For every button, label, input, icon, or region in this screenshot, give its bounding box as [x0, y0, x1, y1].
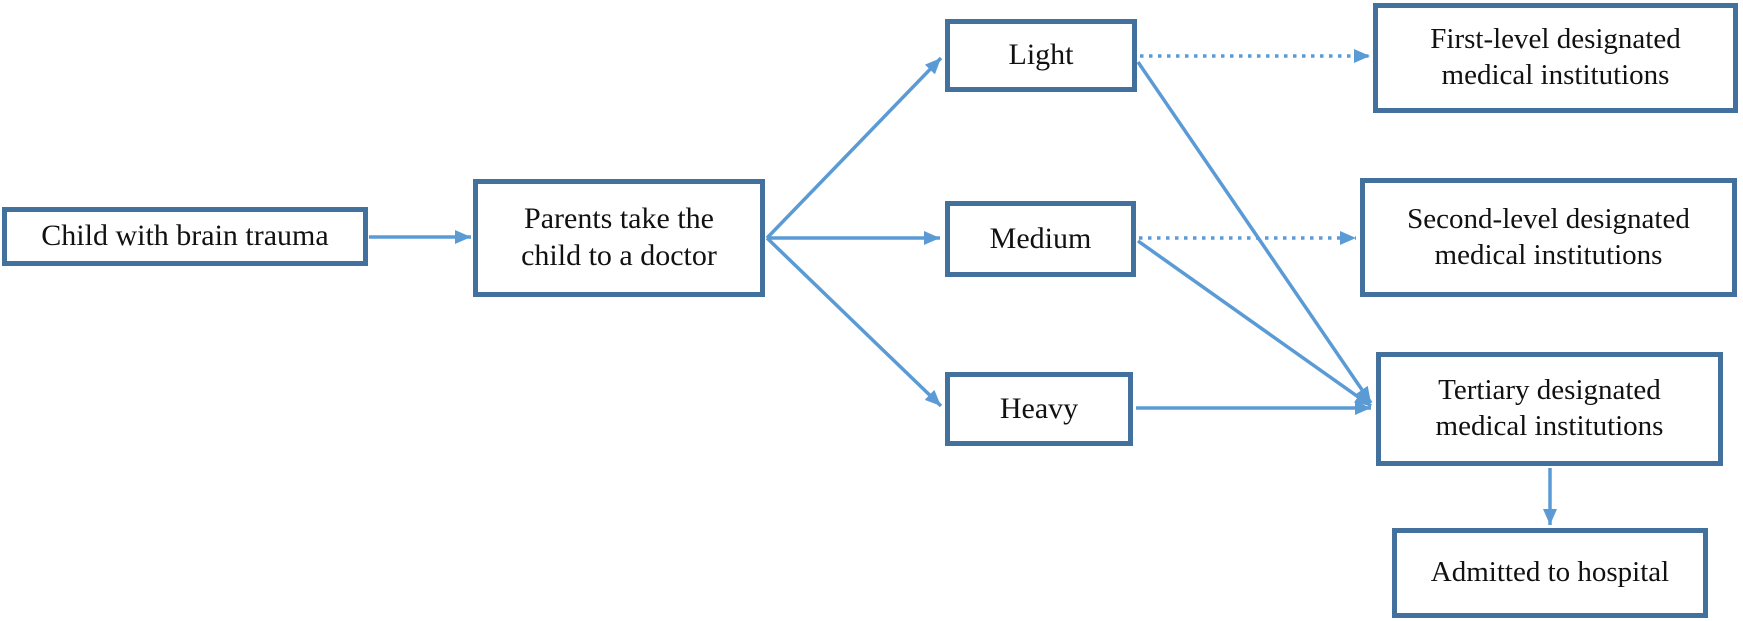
node-medium-label: Medium [989, 221, 1092, 255]
node-child-label: Child with brain trauma [41, 219, 329, 253]
node-parents-label: Parents take the child to a doctor [521, 202, 717, 272]
node-admitted-label: Admitted to hospital [1430, 556, 1670, 589]
node-second-level-label: Second-level designated medical institut… [1407, 202, 1690, 271]
node-severity-light: Light [945, 19, 1137, 92]
node-tertiary-label: Tertiary designated medical institutions [1435, 374, 1664, 442]
edge-parents-to-light [765, 56, 943, 240]
node-first-level-label: First-level designated medical instituti… [1430, 23, 1681, 91]
node-heavy-label: Heavy [999, 391, 1079, 425]
node-parents-take-child-to-doctor: Parents take the child to a doctor [473, 179, 765, 297]
edge-medium-to-tertiary [1136, 239, 1373, 408]
node-second-level-institutions: Second-level designated medical institut… [1360, 178, 1737, 297]
node-severity-medium: Medium [945, 201, 1136, 277]
edge-parents-to-heavy [765, 236, 943, 408]
node-tertiary-institutions: Tertiary designated medical institutions [1376, 352, 1723, 466]
node-light-label: Light [1008, 38, 1074, 72]
node-first-level-institutions: First-level designated medical instituti… [1373, 3, 1738, 113]
node-child-with-brain-trauma: Child with brain trauma [2, 207, 368, 266]
node-severity-heavy: Heavy [945, 372, 1133, 446]
edge-light-to-tertiary [1136, 61, 1373, 404]
node-admitted-to-hospital: Admitted to hospital [1392, 528, 1708, 618]
